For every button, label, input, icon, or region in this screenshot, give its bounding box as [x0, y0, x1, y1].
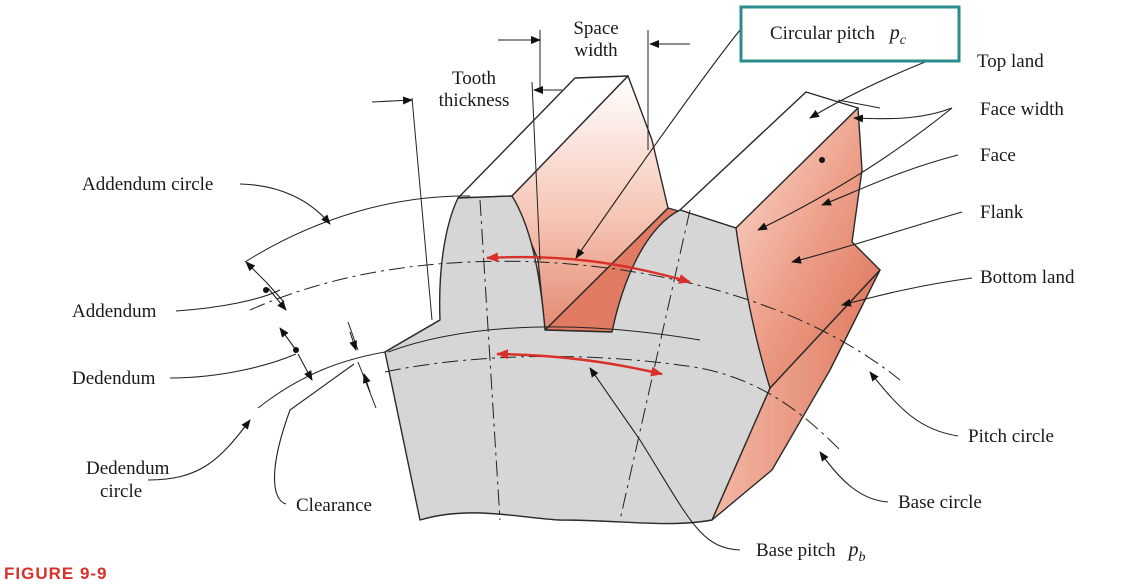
flank-label: Flank — [980, 202, 1024, 223]
tooth-thickness-label-line1: Tooth — [452, 68, 497, 89]
face-label: Face — [980, 145, 1016, 166]
base-pitch-arrow — [496, 349, 663, 377]
circular-pitch-sub: c — [900, 33, 907, 48]
construction-line-1 — [479, 199, 501, 521]
base-pitch-sub: b — [858, 550, 865, 565]
inner-circle-arc — [387, 326, 701, 353]
dedendum-circle-label-line1: Dedendum — [86, 458, 170, 479]
base-pitch-symbol: p — [846, 539, 858, 561]
pitch-arrows — [486, 252, 691, 377]
top-land-label: Top land — [977, 51, 1044, 72]
face-width-label: Face width — [980, 99, 1064, 120]
base-circle-arc — [384, 355, 841, 451]
circular-pitch-highlight-box — [739, 5, 961, 63]
addendum-circle-label: Addendum circle — [82, 174, 213, 195]
gear-body — [384, 75, 881, 525]
circular-pitch-label: Circular pitch pc — [770, 22, 907, 48]
tooth-thickness-label-line2: thickness — [439, 90, 510, 111]
dedendum-circle-arc — [257, 351, 386, 409]
bottom-land-label: Bottom land — [980, 267, 1075, 288]
labels: Space width Circular pitch pc Top land T… — [4, 18, 1075, 583]
base-pitch-label: Base pitch pb — [756, 539, 865, 565]
base-circle-label: Base circle — [898, 492, 982, 513]
dedendum-circle-label-line2: circle — [100, 481, 142, 502]
circular-pitch-text: Circular pitch — [770, 23, 875, 44]
leader-lines — [147, 29, 973, 551]
space-width-label-line2: width — [574, 40, 618, 61]
base-pitch-text: Base pitch — [756, 540, 836, 561]
clearance-label: Clearance — [296, 495, 372, 516]
pitch-circle-label: Pitch circle — [968, 426, 1054, 447]
addendum-circle-arc — [244, 195, 471, 263]
figure-caption: FIGURE 9-9 — [4, 564, 108, 583]
space-width-label-line1: Space — [573, 18, 618, 39]
addendum-label: Addendum — [72, 301, 157, 322]
circular-pitch-arrow — [486, 252, 691, 284]
circular-pitch-symbol: p — [888, 22, 900, 44]
dedendum-label: Dedendum — [72, 368, 156, 389]
